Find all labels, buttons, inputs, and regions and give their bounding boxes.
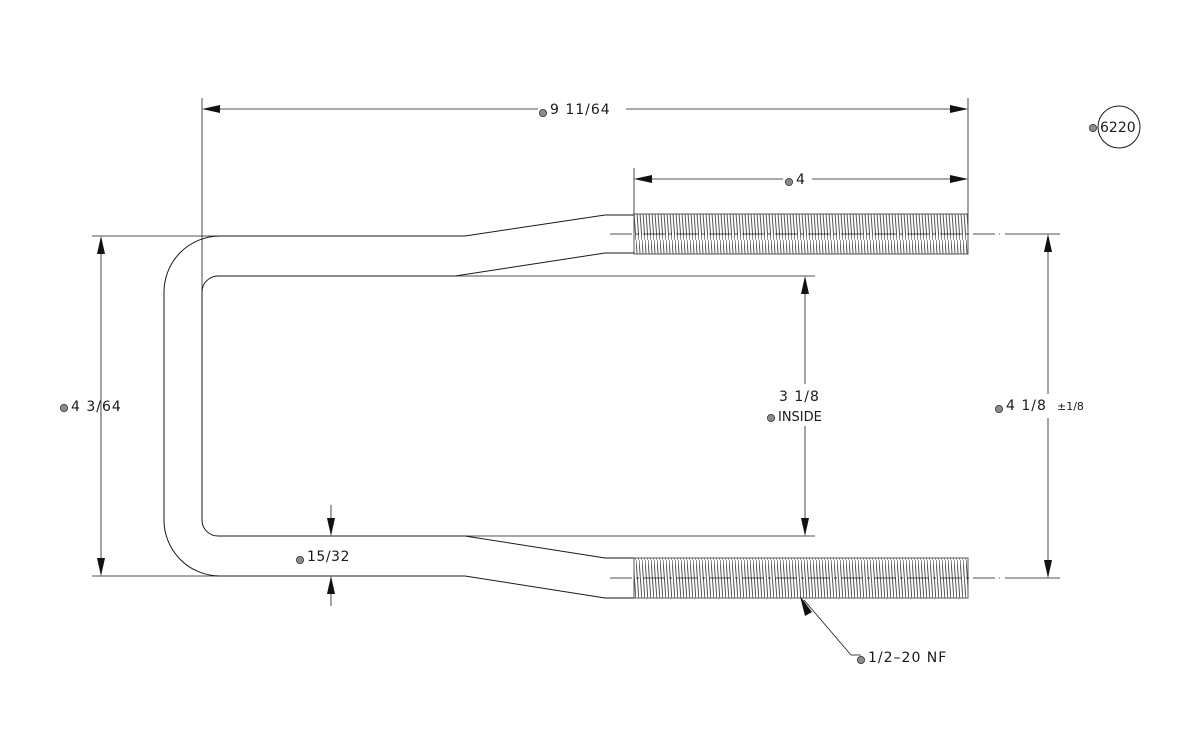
leg-spacing-tolerance: ±1/8: [1057, 400, 1084, 413]
inner-contour: [201, 252, 606, 559]
part-number-label: 6220: [1100, 120, 1136, 136]
outer-contour: [163, 214, 606, 599]
rod-diameter-label: 15/32: [307, 549, 350, 565]
leg-spacing-label: 4 1/8: [1006, 398, 1047, 414]
inside-width-note: INSIDE: [778, 410, 822, 425]
dim-inside-width: 3 1/8 INSIDE: [767, 276, 834, 536]
dim-thread-length: 4: [633, 168, 968, 214]
part-number-balloon: 6220: [1089, 105, 1141, 149]
u-bolt-body: [163, 214, 815, 599]
outer-width-label: 4 3/64: [71, 399, 122, 415]
overall-length-label: 9 11/64: [550, 102, 611, 118]
dim-outer-width: 4 3/64: [60, 235, 220, 577]
thread-spec-label: 1/2–20 NF: [868, 650, 947, 666]
thread-spec-leader: 1/2–20 NF: [800, 596, 947, 666]
inside-width-label: 3 1/8: [779, 389, 820, 405]
dim-leg-spacing: 4 1/8 ±1/8: [995, 233, 1084, 579]
dim-rod-diameter: 15/32: [295, 505, 350, 606]
dim-overall-length: 9 11/64: [201, 98, 969, 292]
thread-length-label: 4: [796, 172, 806, 188]
